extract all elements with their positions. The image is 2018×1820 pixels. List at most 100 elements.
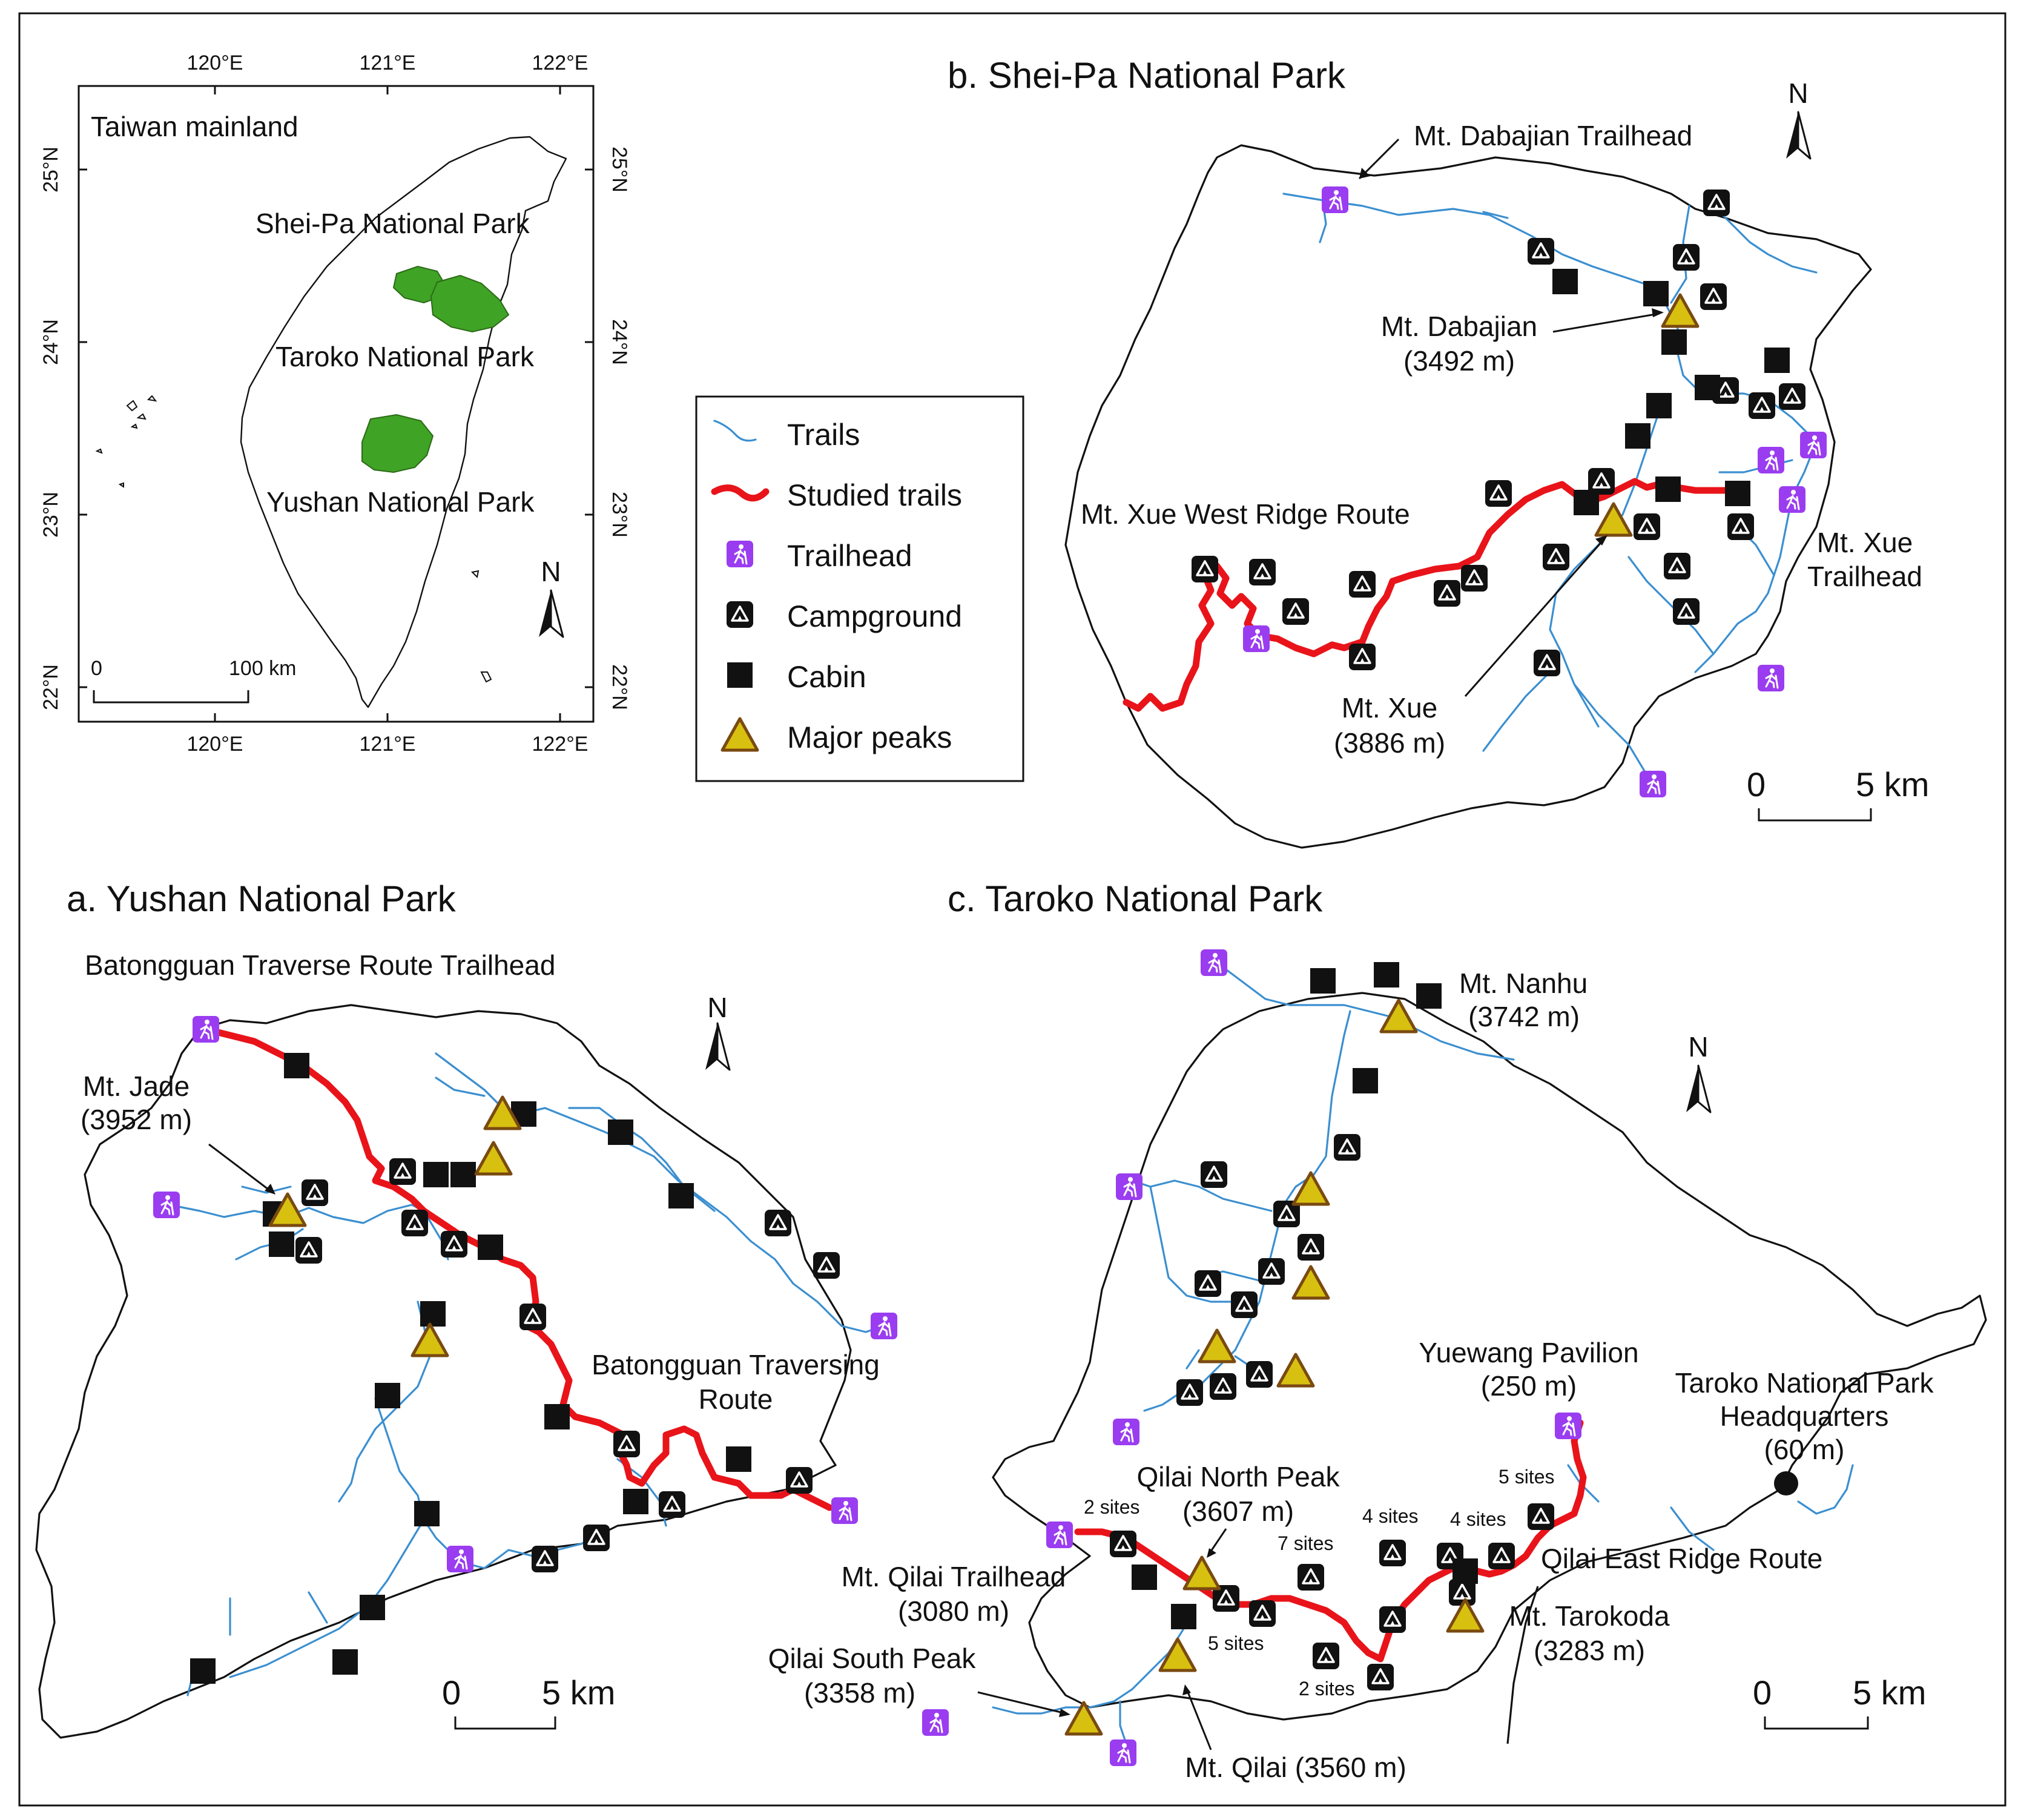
peak-qilai-triangle-icon [1160,1639,1195,1670]
lat-label-25-right: 25°N [608,147,631,193]
trailhead-hiker-icon [446,1545,475,1574]
cabin-square-icon [1643,281,1669,306]
panel-b-north-label: N [1788,77,1808,109]
campground-tent-icon [1248,1599,1277,1628]
lat-label-22-left: 22°N [39,664,62,710]
inset-scale-start: 0 [91,657,102,680]
cabin-square-icon [1171,1604,1196,1629]
leader-line [208,1143,272,1193]
panel-c-taroko: c. Taroko National Park [768,879,1987,1783]
trail-line [1319,202,1690,304]
label-qilai-name: Mt. Qilai (3560 m) [1185,1752,1406,1783]
legend-label-trailhead: Trailhead [787,539,912,573]
campground-tent-icon [1109,1529,1138,1558]
cabin-square-icon [420,1301,446,1327]
label-4-sites-a: 4 sites [1362,1505,1418,1527]
label-batongguan-trailhead: Batongguan Traverse Route Trailhead [85,949,555,981]
yushan-boundary [35,1004,852,1739]
trailhead-hiker-icon [869,1311,899,1340]
campground-tent-icon [300,1178,329,1207]
yushan-studied-trail [202,1026,833,1511]
campground-tent-icon [1672,243,1701,272]
inset-north-arrow-icon [538,589,564,638]
legend-studied-trail-line [711,484,770,502]
campground-tent-icon [1257,1257,1286,1286]
hq-dot-icon [1774,1471,1798,1495]
peak-north-peak-triangle-icon [1184,1557,1219,1589]
campground-tent-icon [582,1523,611,1552]
campground-tent-icon [1699,282,1728,311]
figure-frame [18,12,2006,1807]
cabin-square-icon [623,1489,648,1514]
label-5-sites-b: 5 sites [1208,1632,1264,1654]
campground-tent-icon [1484,479,1513,508]
panel-b-shei-pa: b. Shei-Pa National Park [948,55,1929,849]
inset-north-label: N [541,556,561,587]
lon-label-121-bottom: 121°E [359,733,415,756]
leader-line [1185,1689,1212,1750]
campground-tent-icon [1378,1538,1407,1568]
trailhead-hiker-icon [1756,664,1786,693]
cabin-square-icon [726,1446,751,1472]
label-4-sites-b: 4 sites [1450,1508,1506,1530]
campground-tent-icon [1296,1563,1325,1592]
cabin-square-icon [544,1404,570,1429]
lat-label-23-left: 23°N [39,492,62,538]
campground-tent-icon [530,1545,559,1574]
inset-label-taroko: Taroko National Park [275,341,535,372]
legend-label-peaks: Major peaks [787,720,952,754]
trailhead-hiker-icon [1109,1738,1138,1767]
trail-line [229,1518,425,1678]
trail-line [1131,1179,1273,1303]
hq-road-line [1797,1464,1854,1515]
cabin-square-icon [608,1119,633,1145]
taroko-boundary [992,992,1987,1721]
campground-tent-icon [518,1302,547,1331]
inset-title: Taiwan mainland [91,111,298,142]
taroko-boundary-inner [1506,1586,1539,1744]
campground-tent-icon [1366,1663,1395,1692]
campground-tent-icon [658,1490,687,1519]
cabin-square-icon [478,1235,503,1260]
campground-tent-icon [1460,564,1489,593]
inset-label-shei-pa: Shei-Pa National Park [256,208,530,239]
trail-line [1549,410,1660,788]
cabin-square-icon [332,1649,358,1675]
campground-tent-icon [1193,1269,1222,1298]
cabin-square-icon [1132,1564,1157,1590]
campground-tent-icon [1208,1372,1238,1401]
campground-tent-icon [1348,570,1377,599]
trailhead-hiker-icon [152,1190,181,1219]
legend-label-trails: Trails [787,418,860,452]
trailhead-hiker-icon [191,1015,220,1044]
label-yuewang-name: Yuewang Pavilion [1419,1337,1638,1368]
legend-label-cabin: Cabin [787,660,866,694]
label-2-sites-a: 2 sites [1084,1496,1139,1518]
campground-tent-icon [1542,542,1571,572]
cabin-square-icon [450,1162,476,1187]
campground-tent-icon [1632,512,1661,541]
campground-tent-icon [612,1429,641,1459]
trailhead-hiker-icon [921,1708,950,1737]
legend-label-campground: Campground [787,599,962,633]
campground-tent-icon [1199,1160,1228,1189]
campground-tent-icon [812,1251,841,1280]
leader-line [1552,312,1660,333]
label-dabajian-trailhead: Mt. Dabajian Trailhead [1414,120,1692,151]
peak-triangle-icon [1293,1173,1328,1204]
inset-scale-end: 100 km [229,657,297,680]
cabin-square-icon [1695,375,1720,400]
trail-line [1567,1464,1715,1551]
peak-triangle-icon [412,1324,447,1356]
campground-tent-icon [1230,1290,1259,1319]
label-qilai-trailhead-name: Mt. Qilai Trailhead [842,1561,1066,1592]
campground-tent-icon [1378,1605,1407,1634]
legend-cabin-square-icon [727,662,753,688]
campground-tent-icon [388,1157,417,1186]
panel-a-north-label: N [707,992,727,1023]
trailhead-hiker-icon [1554,1411,1583,1440]
cabin-square-icon [1574,490,1599,515]
cabin-square-icon [190,1658,216,1684]
panel-c-scale-end: 5 km [1853,1673,1926,1712]
